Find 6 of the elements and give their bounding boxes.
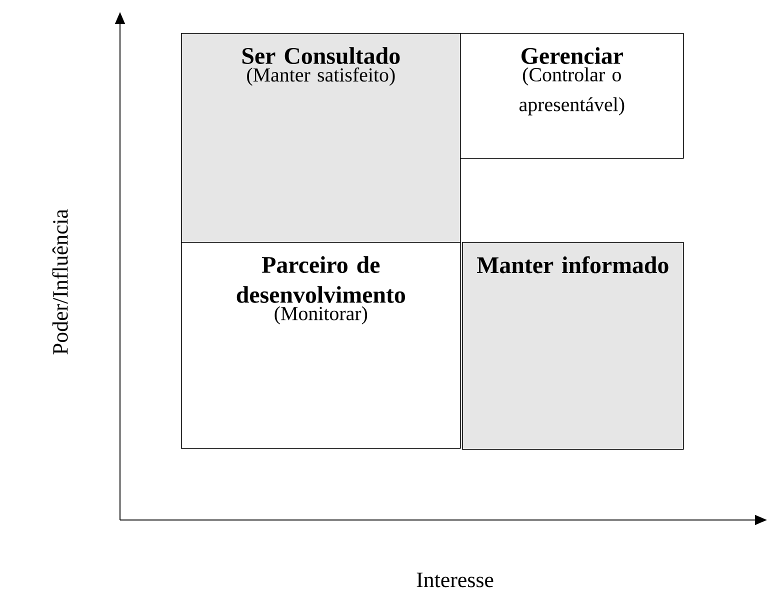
axis-label: Poder/Influência xyxy=(52,209,68,354)
axis-label: Interesse xyxy=(416,572,494,588)
quadrant-box: Parceiro de desenvolvimento (Monitorar) xyxy=(181,242,461,449)
quadrant-box: Ser Consultado (Manter satisfeito) xyxy=(181,32,461,243)
quadrant-box: Manter informado xyxy=(462,242,684,450)
quadrant-box: Gerenciar (Controlar o apresentável) xyxy=(460,32,684,159)
